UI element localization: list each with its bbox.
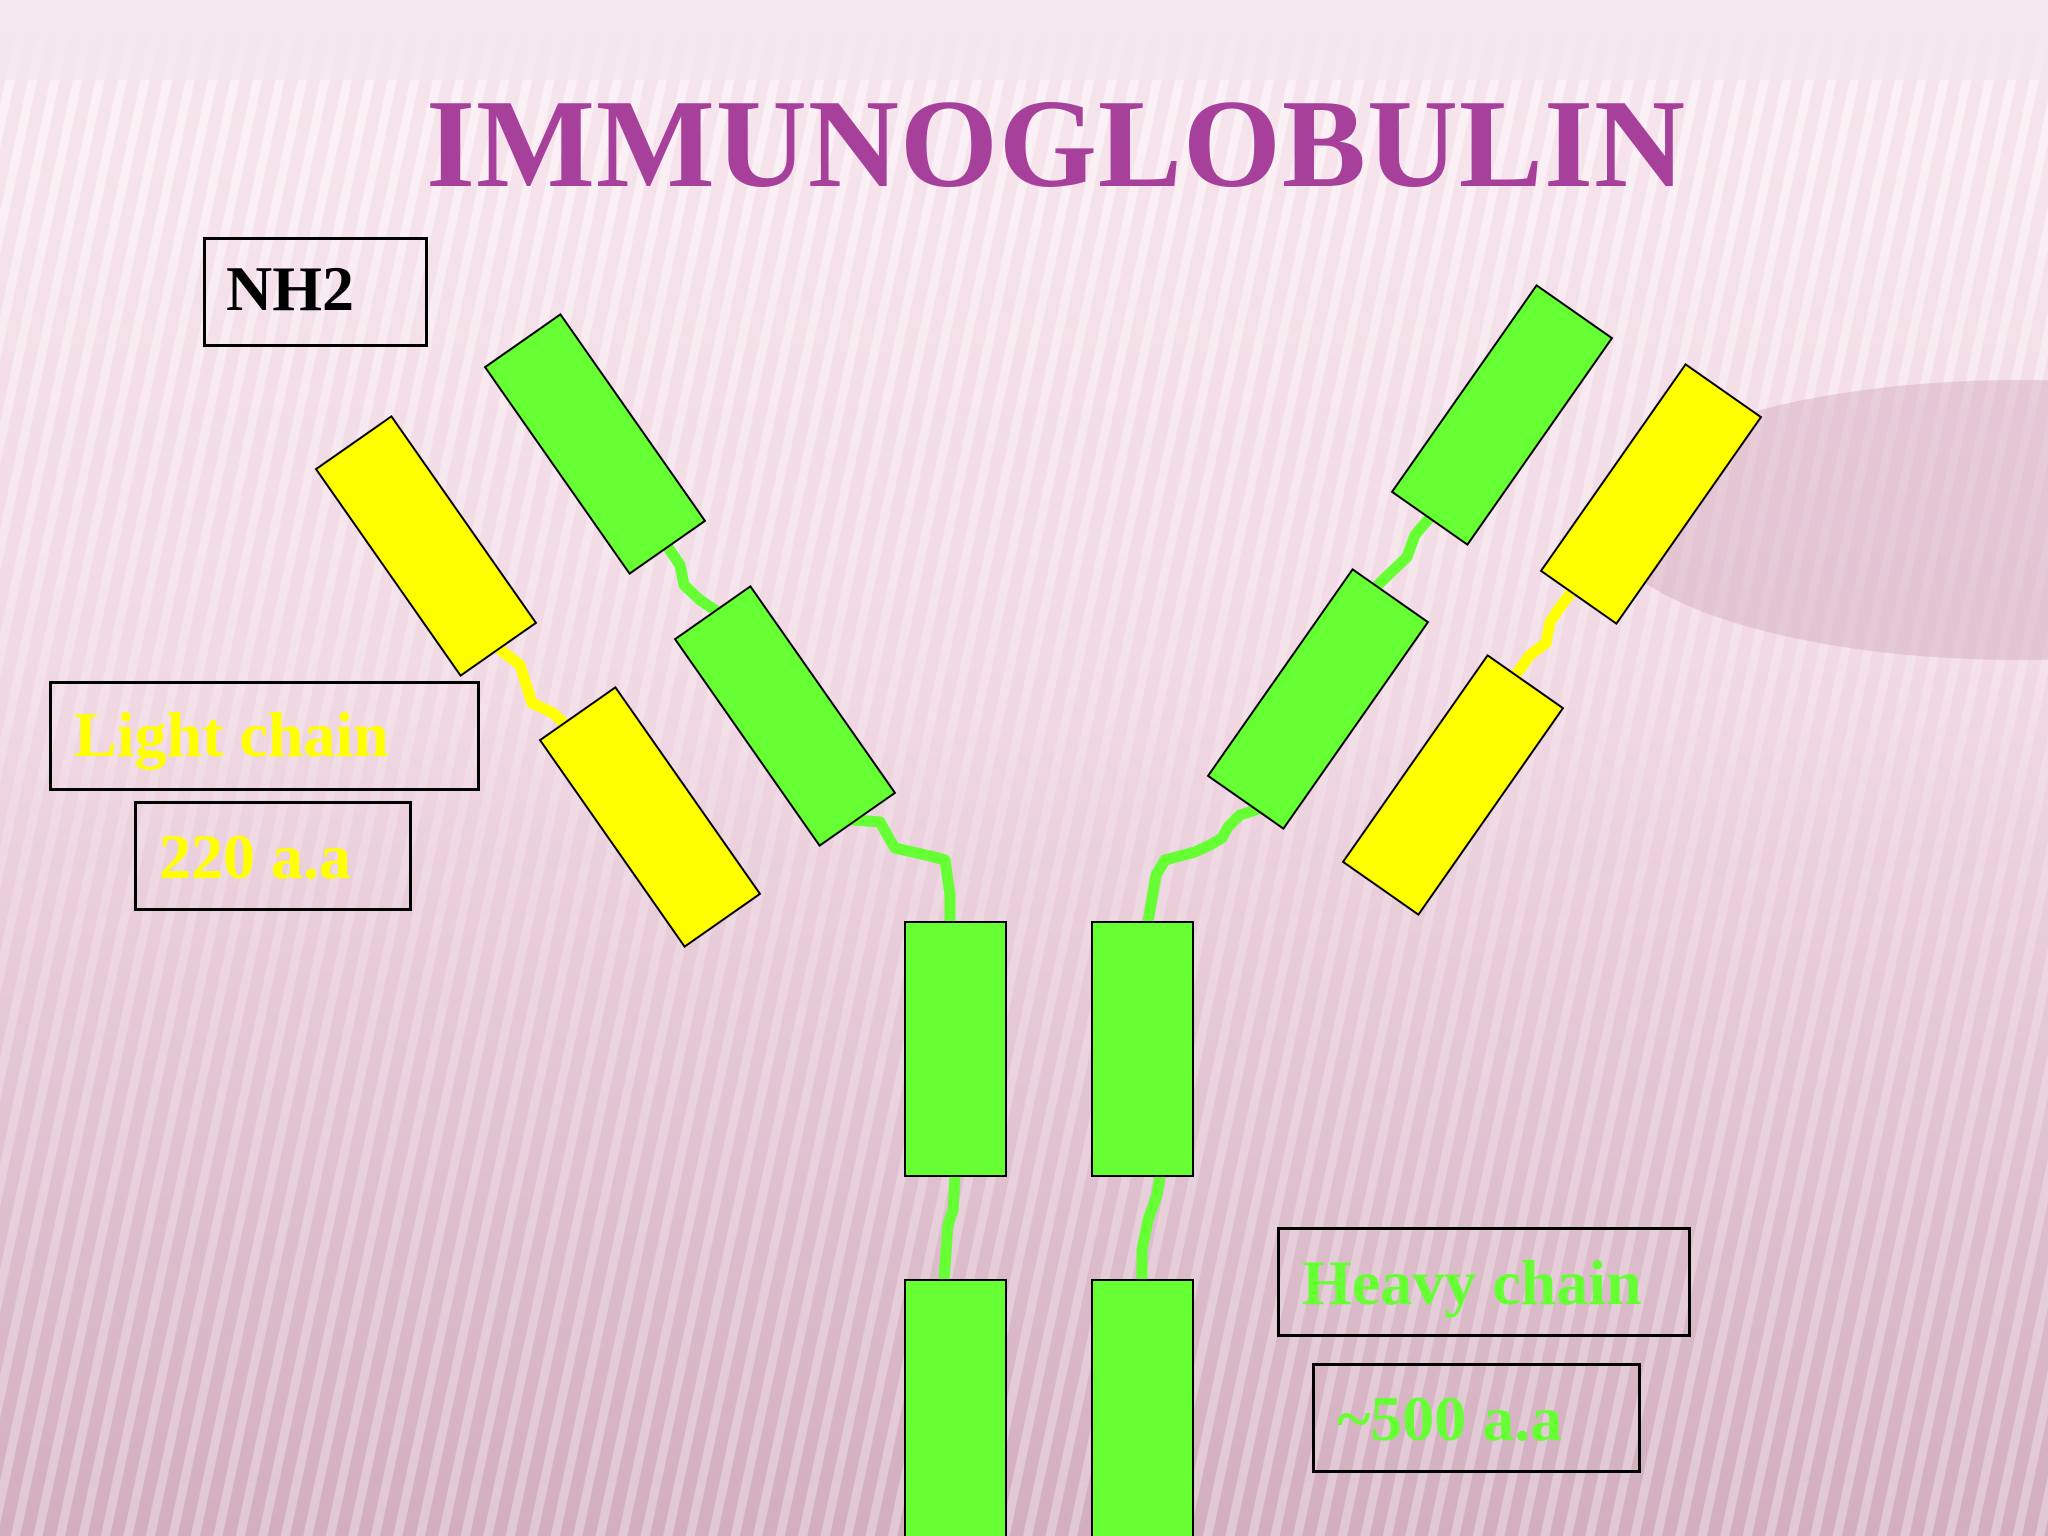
left-stem-lower-domain [904,1279,1007,1536]
right-heavy-variable-domain [1390,284,1614,546]
right-arm [1206,284,1763,916]
left-stem-upper-domain [904,921,1007,1177]
stem [904,921,1194,1536]
left-light-constant-domain [538,686,762,948]
nh2-label-box: NH2 [203,237,428,347]
left-heavy-hinge [847,814,956,928]
slide-title: IMMUNOGLOBULIN [425,75,1687,214]
right-stem-lower-domain [1091,1279,1194,1536]
left-light-linker [492,642,574,733]
heavy-chain-label-box: Heavy chain [1277,1227,1691,1337]
right-stem-linker [1136,1170,1166,1286]
right-heavy-hinge [1142,802,1268,928]
light-chain-label: Light chain [74,699,389,770]
left-heavy-linker-upper [657,534,721,616]
light-aa-label: 220 a.a [159,821,351,892]
left-heavy-constant-domain [673,585,897,847]
right-light-variable-domain [1539,363,1763,625]
left-heavy-variable-domain [483,313,707,575]
left-stem-linker [938,1170,961,1286]
linkers [492,509,1579,1286]
nh2-label: NH2 [226,253,354,324]
heavy-chain-label: Heavy chain [1302,1247,1642,1318]
right-light-constant-domain [1341,654,1565,916]
heavy-aa-label: ~500 a.a [1337,1383,1563,1454]
right-stem-upper-domain [1091,921,1194,1177]
light-aa-label-box: 220 a.a [134,801,412,911]
left-arm [314,313,897,948]
right-heavy-constant-domain [1206,568,1430,830]
left-light-variable-domain [314,415,538,677]
light-chain-label-box: Light chain [49,681,480,791]
right-light-linker [1509,584,1579,682]
heavy-aa-label-box: ~500 a.a [1312,1363,1641,1473]
